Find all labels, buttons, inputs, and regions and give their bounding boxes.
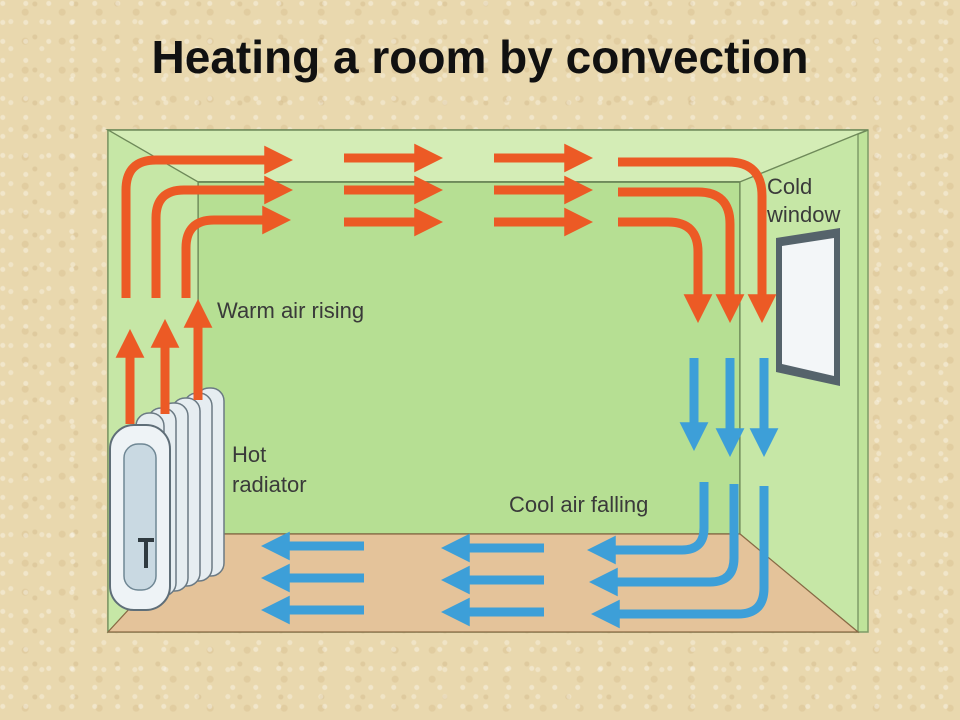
cool-arrow — [586, 482, 709, 565]
warm-arrow — [151, 175, 294, 298]
warm-arrow — [618, 187, 745, 324]
warm-arrow — [618, 217, 713, 324]
cold-window-label-line2: window — [766, 202, 840, 227]
warm-arrow — [618, 157, 777, 324]
hot-radiator-label-line1: Hot — [232, 442, 266, 467]
cool-arrow — [588, 484, 739, 597]
warm-arrow — [181, 205, 292, 298]
room — [105, 128, 869, 634]
warm-air-label: Warm air rising — [217, 298, 364, 323]
cold-window-label-line1: Cold — [767, 174, 812, 199]
warm-air-arrows — [115, 143, 777, 424]
cold-window — [776, 228, 840, 386]
back-wall — [197, 181, 741, 535]
cool-air-label: Cool air falling — [509, 492, 648, 517]
cool-air-arrows — [260, 358, 779, 629]
slide-title: Heating a room by convection — [151, 31, 809, 83]
cool-arrow — [590, 486, 769, 629]
hot-radiator-label-line2: radiator — [232, 472, 307, 497]
warm-arrow — [121, 145, 294, 298]
radiator-panel-inset — [123, 443, 157, 591]
radiator — [109, 387, 225, 611]
window-glass — [782, 238, 834, 376]
